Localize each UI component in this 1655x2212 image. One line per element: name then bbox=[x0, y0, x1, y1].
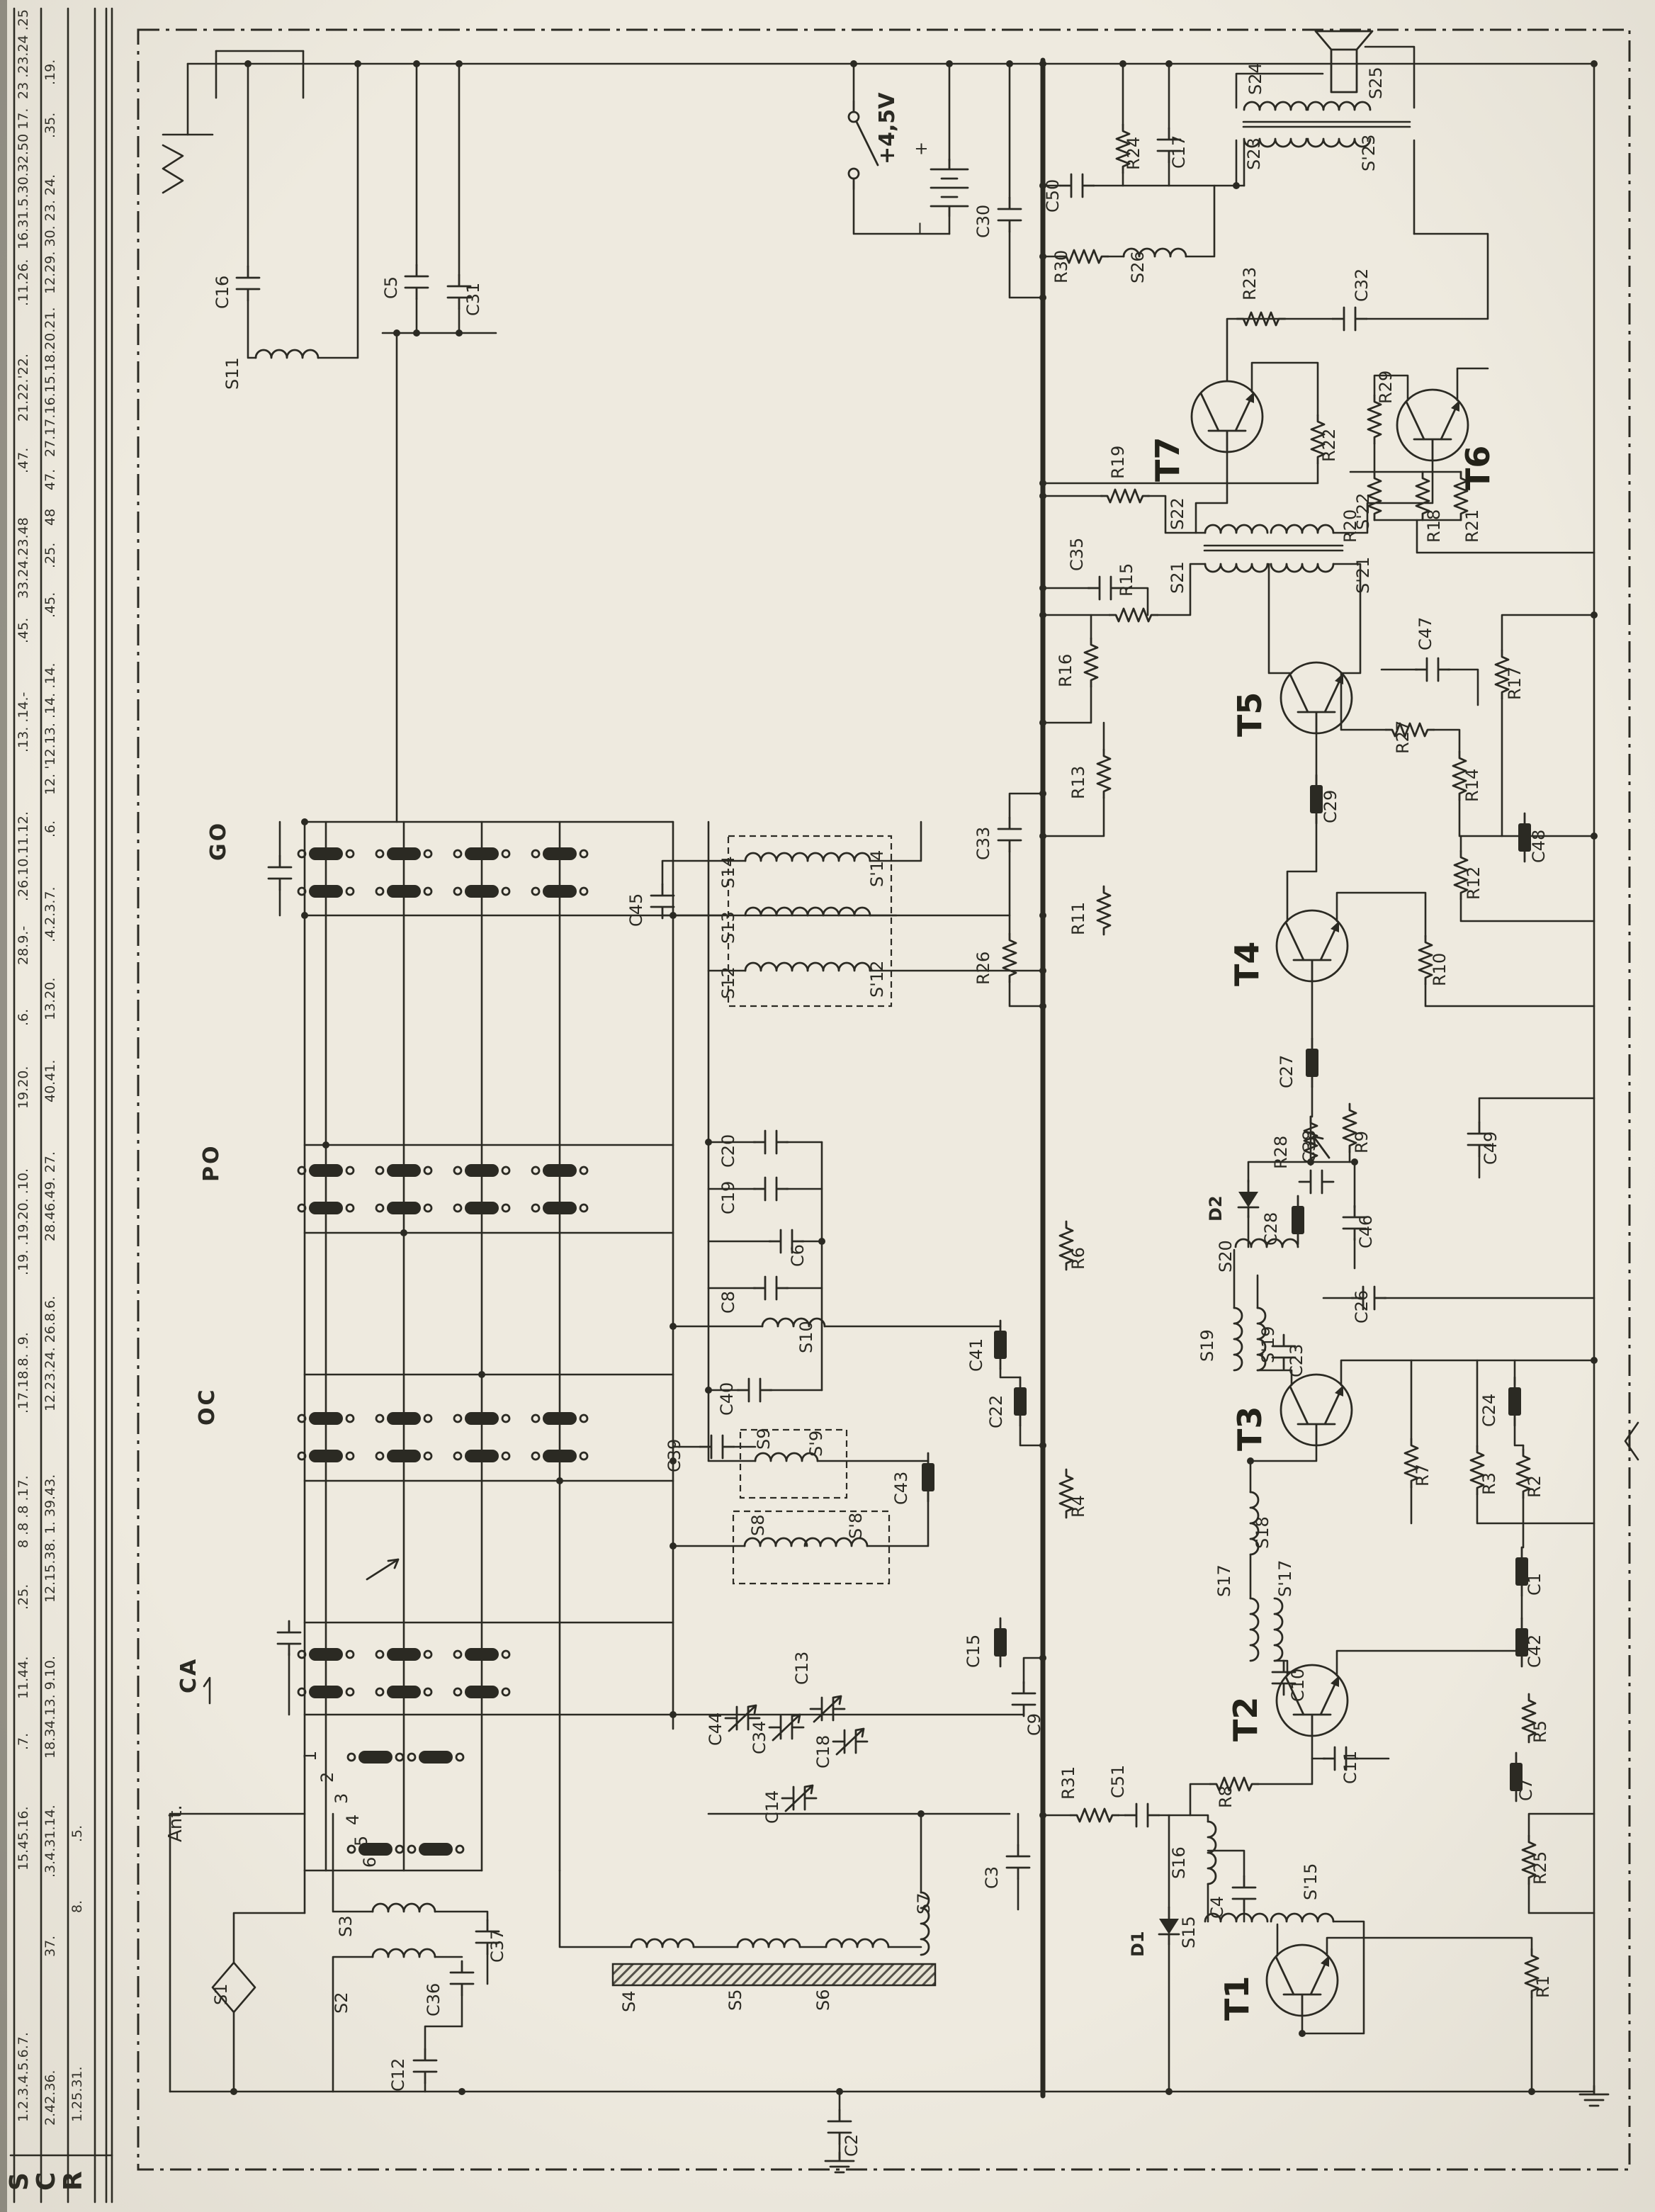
scan-edge bbox=[0, 0, 7, 2212]
